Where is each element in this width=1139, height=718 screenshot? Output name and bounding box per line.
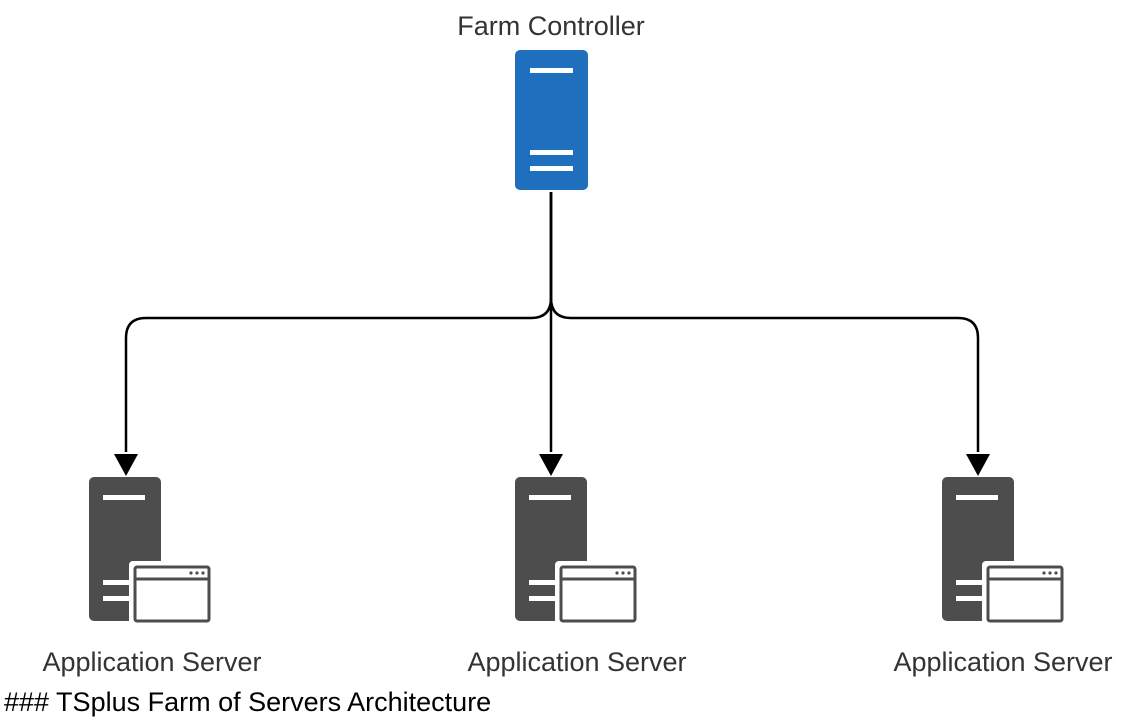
arrowhead-app-server-3 [966, 454, 990, 476]
application-server-icon[interactable] [515, 477, 641, 627]
application-server-label: Application Server [42, 647, 262, 677]
diagram-caption: ### TSplus Farm of Servers Architecture [4, 687, 492, 717]
application-server-label: Application Server [893, 647, 1113, 677]
arrowheads [114, 454, 990, 476]
farm-controller-label: Farm Controller [457, 11, 645, 41]
arrowhead-app-server-2 [539, 454, 563, 476]
arrowhead-app-server-1 [114, 454, 138, 476]
edge-controller-to-app-server-1 [124, 192, 553, 452]
edge-controller-to-app-server-3 [549, 192, 980, 452]
farm-controller-server-icon[interactable] [515, 50, 588, 190]
application-server-icon[interactable] [942, 477, 1068, 627]
connector-edges [124, 192, 980, 452]
application-server-icon[interactable] [89, 477, 215, 627]
application-server-label: Application Server [467, 647, 687, 677]
